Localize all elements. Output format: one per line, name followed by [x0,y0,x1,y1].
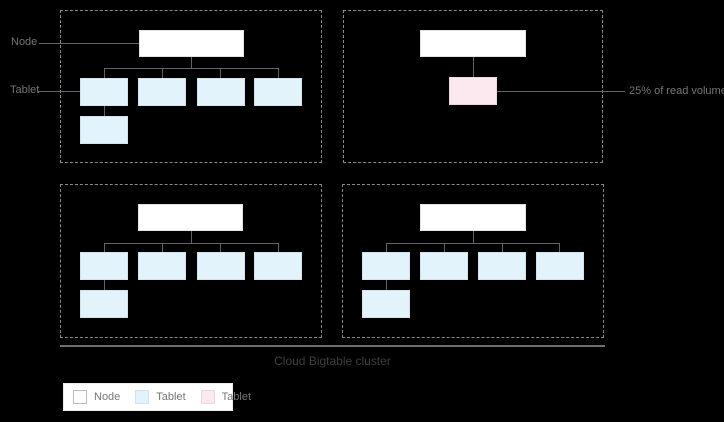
tablet-blue-swatch-icon [135,390,150,404]
tablet-box [478,252,526,280]
tablet-box [362,252,410,280]
cluster-boundary-line [60,345,605,347]
tablet-box [80,290,128,318]
connector-line [104,68,279,69]
connector-line [278,243,279,252]
tablet-box [254,252,302,280]
connector-line [473,57,474,77]
connector-line [220,243,221,252]
node-box [420,204,526,231]
connector-line [162,243,163,252]
connector-line [386,243,387,252]
connector-line [220,68,221,78]
node-swatch-icon [73,390,87,404]
connector-line [386,280,387,290]
node-box [420,30,526,57]
connector-line [191,231,192,243]
legend-label: Node [94,390,121,403]
tablet-box [80,116,128,144]
tablet-box [536,252,584,280]
tablet-box [138,252,186,280]
node-box [139,30,244,57]
connector-line [104,68,105,78]
connector-line [104,106,105,116]
legend-item-node: Node [73,390,120,404]
tablet-box [197,78,245,106]
node-pointer-label: Node [11,36,38,48]
tablet-box [80,252,128,280]
legend-label: Tablet [156,390,186,403]
tablet-box [80,78,128,106]
legend: Node Tablet Tablet [63,383,251,411]
legend-item-tablet: Tablet [135,390,186,404]
legend-label: Tablet [221,390,252,403]
node-group-region-3 [60,184,322,338]
connector-line [444,243,445,252]
connector-line [104,280,105,290]
connector-line [162,68,163,78]
connector-line [191,57,192,68]
tablet-box [254,78,302,106]
connector-line [278,68,279,78]
node-group-region-4 [342,184,604,338]
node-group-region-2 [343,10,603,163]
connector-line [104,243,105,252]
tablet-pointer-line [38,91,80,92]
legend-item-hot-tablet: Tablet [200,390,252,404]
tablet-box [138,78,186,106]
tablet-pointer-label: Tablet [10,84,40,96]
tablet-box [420,252,468,280]
tablet-box [362,290,410,318]
connector-line [559,243,560,252]
connector-line [104,243,279,244]
node-group-region-1 [60,10,322,163]
cluster-title: Cloud Bigtable cluster [274,354,391,368]
connector-line [386,243,560,244]
node-pointer-line [39,43,139,44]
read-volume-label: 25% of read volume [629,85,724,97]
hot-tablet-box [449,77,497,105]
callout-line [497,91,625,92]
connector-line [502,243,503,252]
tablet-pink-swatch-icon [200,390,215,404]
tablet-box [197,252,245,280]
connector-line [473,231,474,243]
node-box [138,204,243,231]
